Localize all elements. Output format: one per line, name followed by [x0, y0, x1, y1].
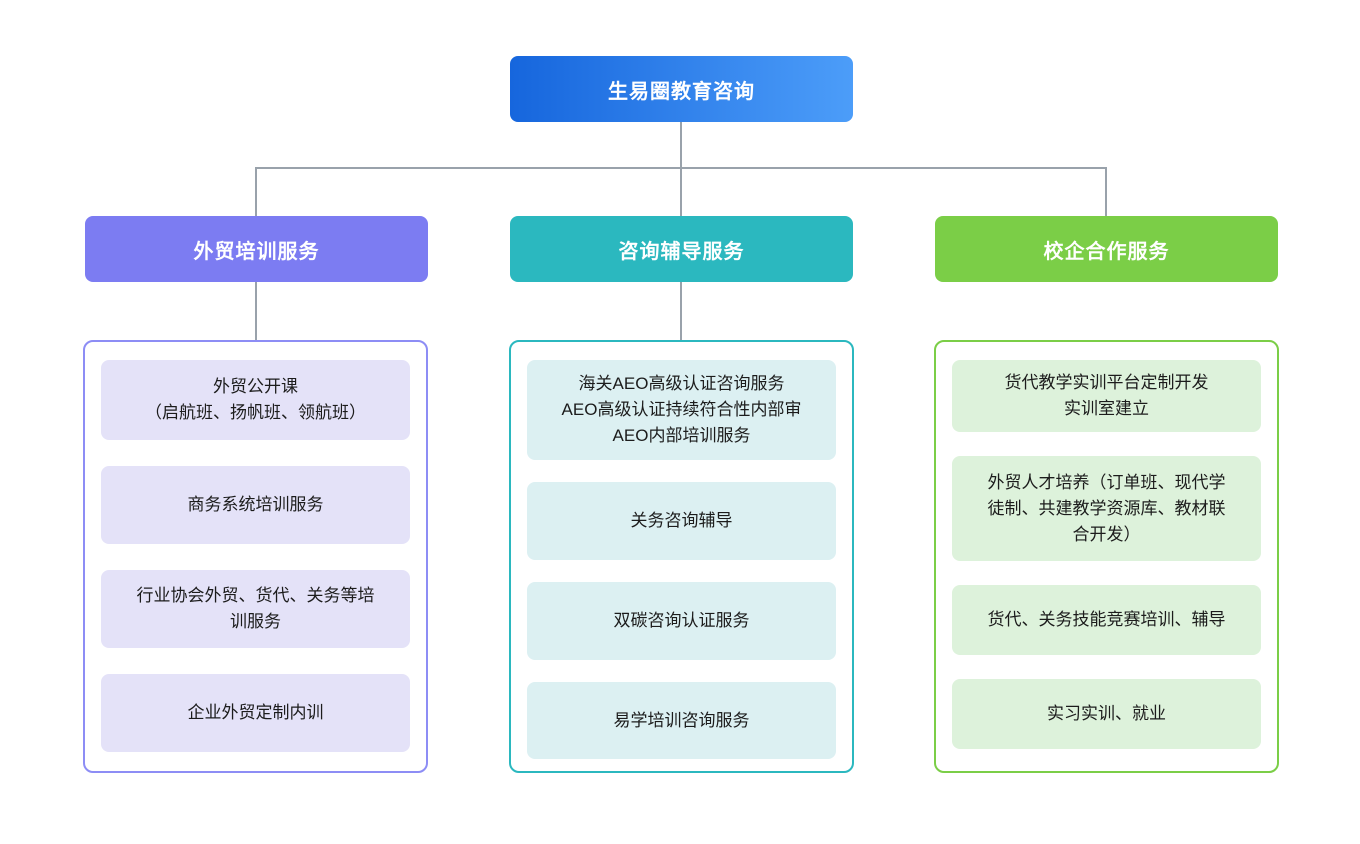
- branch-container: 货代教学实训平台定制开发 实训室建立 外贸人才培养（订单班、现代学 徒制、共建教…: [934, 340, 1279, 773]
- service-item-line: 货代、关务技能竞赛培训、辅导: [987, 610, 1226, 629]
- service-item-line: 货代教学实训平台定制开发: [1004, 373, 1209, 392]
- connector-drop-col1: [255, 168, 257, 216]
- service-item: 外贸人才培养（订单班、现代学 徒制、共建教学资源库、教材联 合开发）: [952, 456, 1261, 561]
- service-item-line: 外贸公开课: [213, 377, 298, 396]
- service-item-line: 企业外贸定制内训: [187, 703, 324, 722]
- service-item: 双碳咨询认证服务: [527, 582, 836, 660]
- service-item: 行业协会外贸、货代、关务等培 训服务: [101, 570, 410, 648]
- service-item-line: 合开发）: [1072, 524, 1141, 544]
- service-item: 实习实训、就业: [952, 679, 1261, 749]
- connector-link-col2: [680, 282, 682, 340]
- root-node-label: 生易圈教育咨询: [608, 80, 755, 103]
- service-item: 企业外贸定制内训: [101, 674, 410, 752]
- branch-header: 咨询辅导服务: [510, 216, 853, 282]
- service-item-line: 双碳咨询认证服务: [613, 611, 750, 630]
- service-item: 货代、关务技能竞赛培训、辅导: [952, 585, 1261, 655]
- service-item: 关务咨询辅导: [527, 482, 836, 560]
- branch-title: 咨询辅导服务: [618, 240, 745, 263]
- branch-title: 外贸培训服务: [193, 240, 320, 263]
- branch-container: 外贸公开课 （启航班、扬帆班、领航班） 商务系统培训服务 行业协会外贸、货代、关…: [83, 340, 428, 773]
- service-item-line: 外贸人才培养（订单班、现代学: [987, 472, 1226, 492]
- branch-container: 海关AEO高级认证咨询服务 AEO高级认证持续符合性内部审 AEO内部培训服务 …: [509, 340, 854, 773]
- service-item-line: AEO高级认证持续符合性内部审: [561, 400, 802, 419]
- branch-title: 校企合作服务: [1043, 240, 1170, 263]
- service-item-line: （启航班、扬帆班、领航班）: [145, 403, 366, 422]
- service-item-line: 训服务: [230, 612, 281, 631]
- connector-root-stem: [680, 122, 682, 168]
- service-item-line: AEO内部培训服务: [612, 426, 751, 445]
- service-item-line: 易学培训咨询服务: [613, 710, 750, 730]
- branch-header: 外贸培训服务: [85, 216, 428, 282]
- service-item: 外贸公开课 （启航班、扬帆班、领航班）: [101, 360, 410, 440]
- service-item: 商务系统培训服务: [101, 466, 410, 544]
- service-item: 货代教学实训平台定制开发 实训室建立: [952, 360, 1261, 432]
- service-item-line: 徒制、共建教学资源库、教材联: [987, 498, 1226, 518]
- service-item: 海关AEO高级认证咨询服务 AEO高级认证持续符合性内部审 AEO内部培训服务: [527, 360, 836, 460]
- service-item: 易学培训咨询服务: [527, 682, 836, 759]
- connector-drop-col2: [680, 168, 682, 216]
- service-item-line: 实训室建立: [1064, 399, 1149, 418]
- connector-link-col1: [255, 282, 257, 340]
- branch-header: 校企合作服务: [935, 216, 1278, 282]
- service-item-line: 商务系统培训服务: [187, 495, 324, 514]
- service-item-line: 海关AEO高级认证咨询服务: [578, 374, 785, 393]
- service-item-line: 实习实训、就业: [1047, 704, 1166, 723]
- connector-drop-col3: [1105, 168, 1107, 216]
- service-item-line: 关务咨询辅导: [630, 511, 733, 530]
- root-node: 生易圈教育咨询: [510, 56, 853, 122]
- service-item-line: 行业协会外贸、货代、关务等培: [136, 586, 375, 605]
